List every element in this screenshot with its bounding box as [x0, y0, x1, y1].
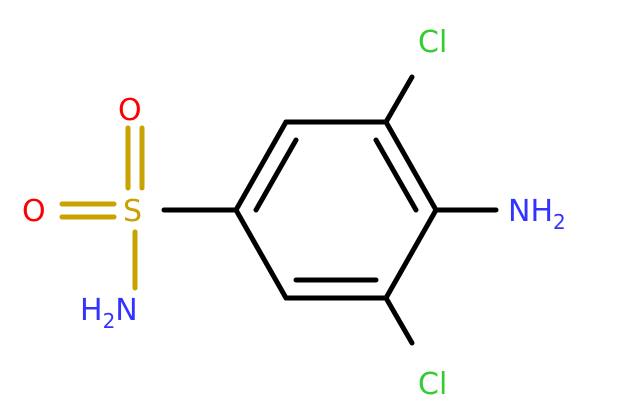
sulfonamide-n: N	[115, 293, 137, 328]
sulfonamide-h: H	[80, 293, 103, 328]
bond-c3-c4	[383, 119, 439, 213]
aromatic-inner-c1-c2	[253, 137, 299, 213]
sulfonamide-subscript: 2	[103, 309, 116, 333]
ring-bonds	[233, 119, 439, 301]
bond-c1-c2	[233, 119, 289, 213]
substituent-bonds	[161, 74, 499, 346]
chlorine-top-label: Cl	[418, 25, 447, 60]
sulfur-label: S	[123, 194, 142, 229]
oxygen-top-label: O	[118, 93, 142, 128]
amino-main: NH	[508, 194, 553, 229]
amino-subscript: 2	[553, 210, 566, 234]
aromatic-inner-c3-c4	[373, 137, 419, 213]
bond-c6-c1	[233, 207, 289, 301]
sulfonyl-bonds	[59, 125, 145, 291]
bond-c4-c5	[383, 207, 439, 301]
oxygen-left-label: O	[22, 194, 46, 229]
bond-c5-cl-bottom	[383, 295, 415, 346]
amino-group-label: NH2	[508, 194, 566, 234]
sulfonamide-nitrogen-label: H2N	[80, 293, 138, 333]
bond-c3-cl-top	[383, 74, 415, 125]
chlorine-bottom-label: Cl	[418, 367, 447, 402]
